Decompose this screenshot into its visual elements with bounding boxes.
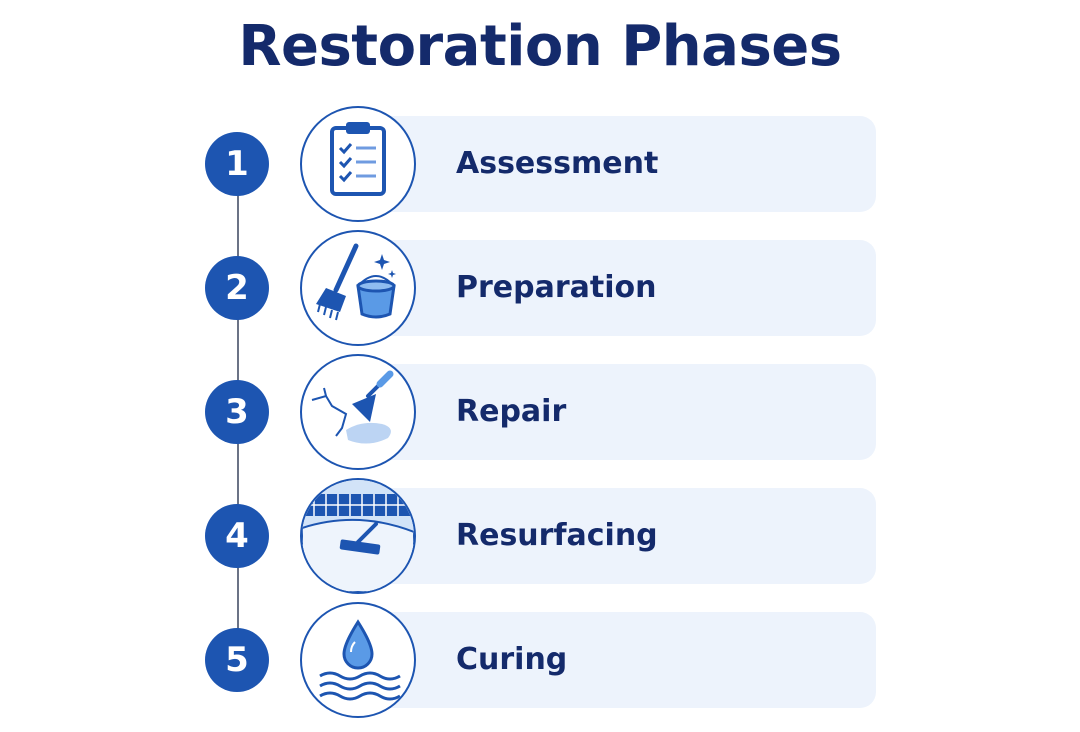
phase-curing: 5 Curing	[0, 602, 1080, 732]
phase-number-badge: 5	[205, 628, 269, 692]
phase-number-badge: 4	[205, 504, 269, 568]
phase-label: Assessment	[456, 146, 659, 181]
phase-card	[372, 612, 876, 708]
phase-number-badge: 2	[205, 256, 269, 320]
trowel-crack-icon	[300, 354, 416, 470]
phase-label: Curing	[456, 642, 568, 677]
clipboard-checklist-icon	[300, 106, 416, 222]
phase-label: Preparation	[456, 270, 657, 305]
phase-label: Resurfacing	[456, 518, 658, 553]
phase-preparation: 2 Preparation	[0, 230, 1080, 360]
phase-assessment: 1 Assessment	[0, 106, 1080, 236]
phase-card	[372, 116, 876, 212]
page-title: Restoration Phases	[238, 14, 842, 79]
phase-number-badge: 1	[205, 132, 269, 196]
phase-card	[372, 240, 876, 336]
phase-label: Repair	[456, 394, 567, 429]
phase-number-badge: 3	[205, 380, 269, 444]
pool-tile-squeegee-icon	[300, 478, 416, 594]
phase-card	[372, 364, 876, 460]
broom-bucket-icon	[300, 230, 416, 346]
phase-repair: 3 Repair	[0, 354, 1080, 484]
phase-resurfacing: 4 Resurfacing	[0, 478, 1080, 608]
phase-card	[372, 488, 876, 584]
water-drop-waves-icon	[300, 602, 416, 718]
